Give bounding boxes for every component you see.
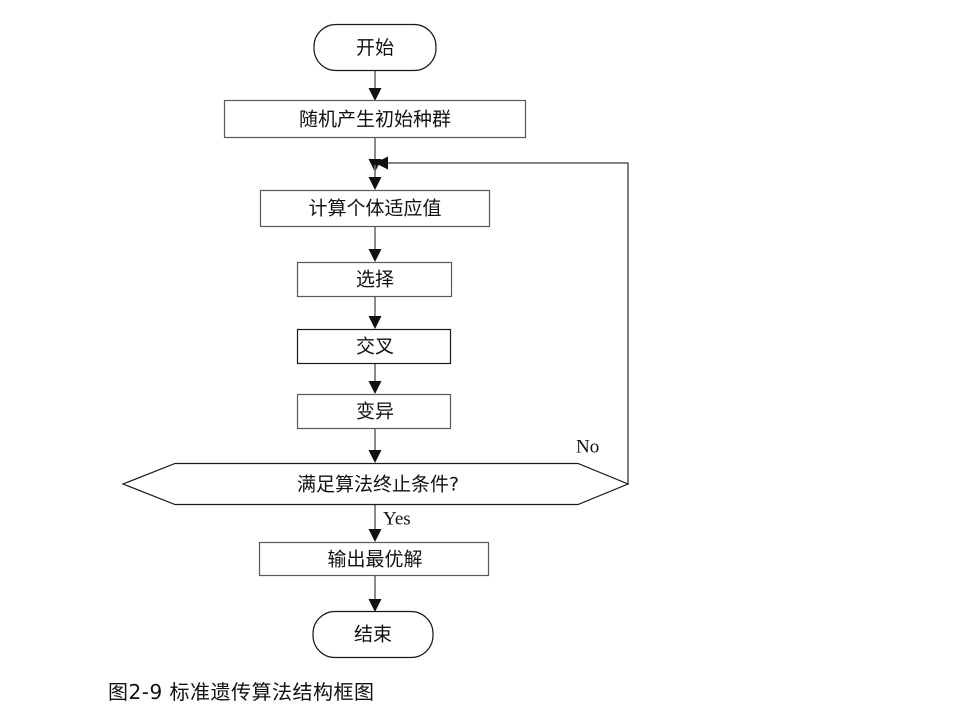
node-end[interactable]: 结束 xyxy=(312,610,434,659)
node-init-population-label: 随机产生初始种群 xyxy=(299,109,451,131)
node-start[interactable]: 开始 xyxy=(313,23,437,72)
node-calc-fitness[interactable]: 计算个体适应值 xyxy=(259,189,491,228)
figure-caption: 图2-9 标准遗传算法结构框图 xyxy=(108,680,375,704)
edge-output-to-end xyxy=(368,576,382,612)
edge-mutation-to-decision xyxy=(368,428,382,463)
node-crossover[interactable]: 交叉 xyxy=(296,328,452,365)
edge-label-yes: Yes xyxy=(383,508,411,529)
edge-decision-to-output xyxy=(368,505,382,542)
node-mutation-label: 变异 xyxy=(356,401,394,423)
node-calc-fitness-label: 计算个体适应值 xyxy=(308,198,441,220)
node-start-label: 开始 xyxy=(356,37,394,59)
node-termination-decision-label: 满足算法终止条件? xyxy=(297,474,459,496)
node-output-solution-label: 输出最优解 xyxy=(327,549,422,571)
edge-fitness-to-selection xyxy=(368,226,382,262)
node-selection-label: 选择 xyxy=(356,269,394,291)
node-termination-decision[interactable]: 满足算法终止条件? xyxy=(121,462,630,506)
node-init-population[interactable]: 随机产生初始种群 xyxy=(223,99,527,139)
edge-label-no: No xyxy=(576,436,599,457)
edge-crossover-to-mutation xyxy=(368,363,382,394)
node-output-solution[interactable]: 输出最优解 xyxy=(258,541,490,577)
edge-init-to-fitness xyxy=(368,137,382,190)
edge-selection-to-crossover xyxy=(368,296,382,329)
node-mutation[interactable]: 变异 xyxy=(296,393,452,430)
node-end-label: 结束 xyxy=(354,624,392,646)
node-selection[interactable]: 选择 xyxy=(296,261,453,298)
node-crossover-label: 交叉 xyxy=(356,336,394,358)
edge-decision-no-feedback-loop xyxy=(375,156,629,484)
edge-start-to-init xyxy=(368,70,382,101)
